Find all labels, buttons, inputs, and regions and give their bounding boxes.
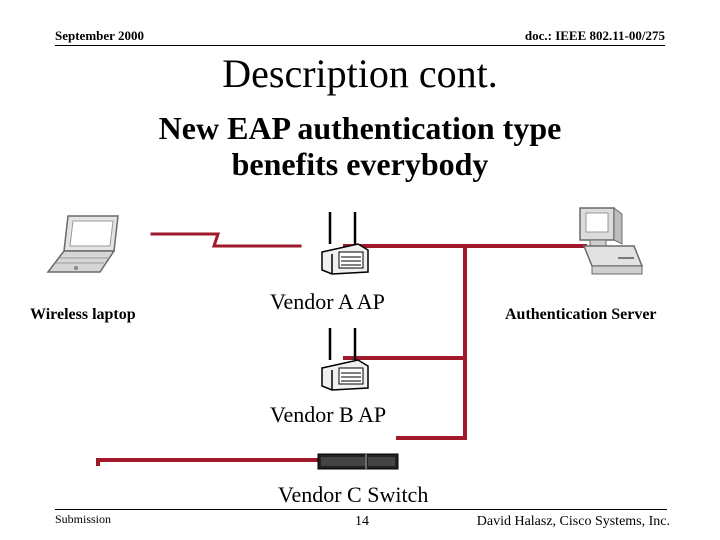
server-label: Authentication Server [505,306,657,323]
laptop-label: Wireless laptop [30,306,136,323]
ap-a-label: Vendor A AP [270,289,385,314]
access-point-b-icon [321,328,369,391]
footer-page-number: 14 [355,514,369,529]
subtitle-line-1: New EAP authentication type [158,110,562,146]
header-doc-id: doc.: IEEE 802.11-00/275 [524,28,665,43]
network-links [96,232,587,466]
subtitle-line-2: benefits everybody [231,146,489,182]
slide-title: Description cont. [222,51,498,96]
switch-port-link [96,458,320,466]
switch-label: Vendor C Switch [278,482,429,507]
header-rule [55,45,665,46]
switch-icon [317,453,399,470]
footer-submission: Submission [55,512,112,526]
wireless-link [150,232,302,248]
ap-b-label: Vendor B AP [270,402,387,427]
footer-rule [55,509,667,510]
footer-author: David Halasz, Cisco Systems, Inc. [476,514,670,529]
laptop-icon [46,215,119,273]
server-workstation-icon [579,207,644,275]
access-point-a-icon [321,212,369,275]
slide-subtitle: New EAP authentication type benefits eve… [0,110,720,182]
header-date: September 2000 [55,28,144,43]
